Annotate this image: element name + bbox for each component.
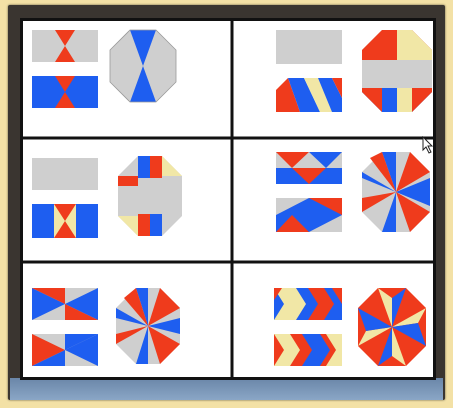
chevron-tile-icon [274, 288, 342, 320]
bowtie-tile-icon [32, 76, 98, 108]
triangle-tile-icon [276, 152, 342, 184]
gray-tile-icon [32, 158, 98, 190]
panel-6 [274, 288, 426, 366]
octagon-flower-icon [358, 288, 426, 366]
panel-3 [32, 156, 182, 238]
panel-2 [276, 30, 432, 112]
panel-4 [276, 152, 430, 232]
panel-5 [32, 288, 180, 366]
mouse-pointer-icon [422, 136, 434, 154]
panel-1 [32, 30, 176, 108]
octagon-cross-icon [118, 156, 182, 236]
hourglass-tile-icon [32, 30, 98, 62]
quilt-pattern-sheet [20, 18, 436, 380]
octagon-hourglass-icon [110, 30, 176, 102]
octagon-split-icon [362, 30, 432, 112]
bowtie-tile-icon [32, 288, 98, 320]
triangle-tile-icon [276, 198, 342, 232]
star-square-tile-icon [32, 204, 98, 238]
octagon-pinwheel-icon [116, 288, 180, 364]
pattern-grid [20, 18, 436, 380]
diagonal-stripe-tile-icon [276, 78, 342, 112]
gray-tile-icon [276, 30, 342, 64]
octagon-star-icon [362, 152, 430, 232]
chevron-tile-icon [274, 334, 342, 366]
bowtie-tile-icon [32, 334, 98, 366]
desktop-taskbar [10, 378, 443, 400]
